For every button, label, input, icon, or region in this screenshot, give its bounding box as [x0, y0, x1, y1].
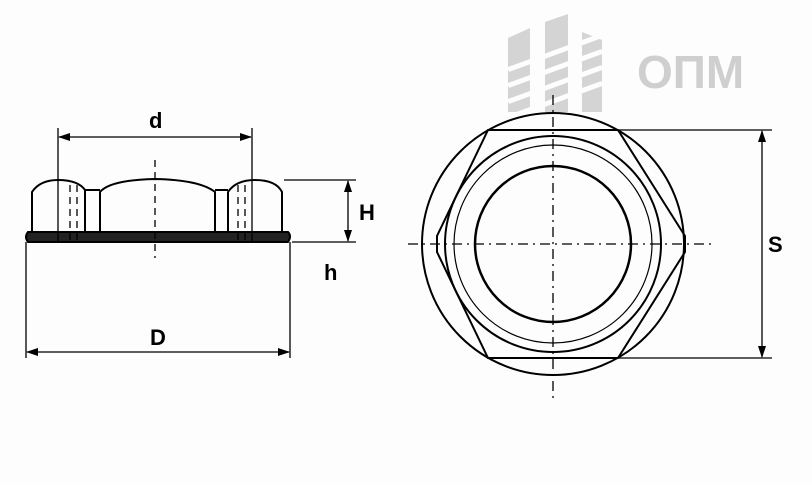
side-view — [25, 128, 356, 358]
side-facet-middle — [99, 177, 216, 232]
company-logo: ОПМ — [507, 14, 744, 120]
label-H: H — [359, 200, 375, 225]
label-S: S — [768, 232, 783, 257]
label-d: d — [149, 108, 162, 133]
side-facet-right — [227, 178, 283, 232]
flange — [25, 231, 291, 243]
logo-text: ОПМ — [637, 46, 744, 98]
label-D: D — [150, 325, 166, 350]
top-view — [408, 95, 772, 400]
label-h: h — [324, 260, 337, 285]
logo-mark-icon — [507, 14, 604, 120]
